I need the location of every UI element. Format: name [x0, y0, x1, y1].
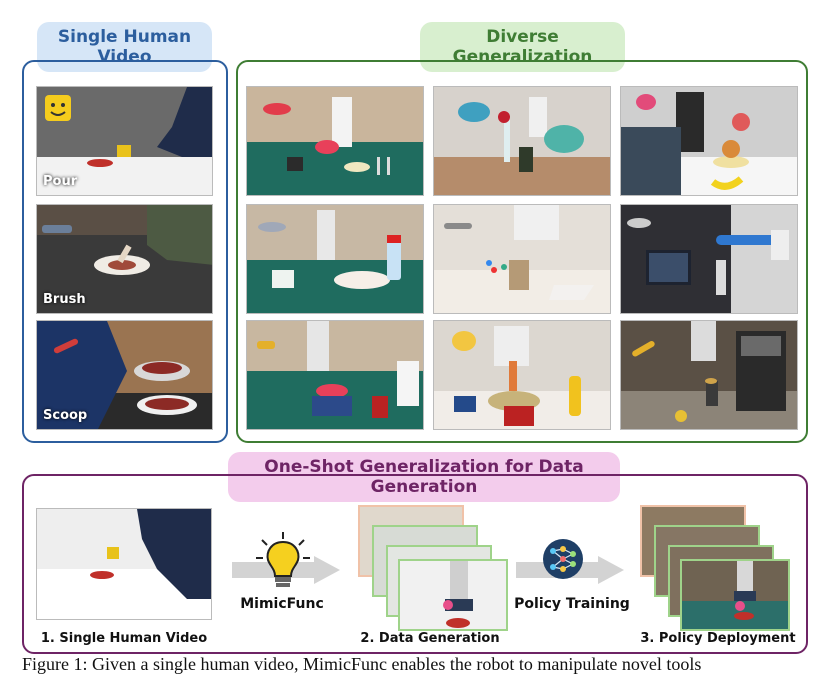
step1-photo [36, 508, 212, 620]
grid-photo-r2c2 [433, 204, 611, 314]
grid-photo-r3c1 [246, 320, 424, 430]
mimicfunc-label: MimicFunc [240, 596, 324, 612]
grid-photo-r3c2 [433, 320, 611, 430]
pour-caption: Pour [43, 174, 78, 189]
policy-training-label: Policy Training [514, 596, 630, 612]
left-panel-frame [22, 60, 228, 443]
grid-photo-r1c1 [246, 86, 424, 196]
pour-photo: Pour [36, 86, 213, 196]
pour-scene [37, 87, 212, 195]
step1-label: 1. Single Human Video [40, 631, 208, 646]
scoop-photo: Scoop [36, 320, 213, 430]
lightbulb-icon [256, 532, 310, 587]
right-panel-title: Diverse Generalization [420, 22, 625, 72]
grid-photo-r1c2 [433, 86, 611, 196]
left-panel-title: Single Human Video [37, 22, 212, 72]
step3-label: 3. Policy Deployment [640, 631, 796, 646]
step2-label: 2. Data Generation [360, 631, 500, 646]
bottom-panel-title: One-Shot Generalization for Data Generat… [228, 452, 620, 502]
brush-scene [37, 205, 212, 313]
grid-photo-r3c3 [620, 320, 798, 430]
bottom-panel-frame [22, 474, 808, 654]
brush-caption: Brush [43, 292, 86, 307]
scoop-caption: Scoop [43, 408, 88, 423]
brush-photo: Brush [36, 204, 213, 314]
grid-photo-r2c1 [246, 204, 424, 314]
neural-network-icon [543, 539, 583, 579]
grid-photo-r1c3 [620, 86, 798, 196]
right-panel-frame [236, 60, 808, 443]
grid-photo-r2c3 [620, 204, 798, 314]
scoop-scene [37, 321, 212, 429]
figure-caption: Figure 1: Given a single human video, Mi… [22, 654, 702, 674]
